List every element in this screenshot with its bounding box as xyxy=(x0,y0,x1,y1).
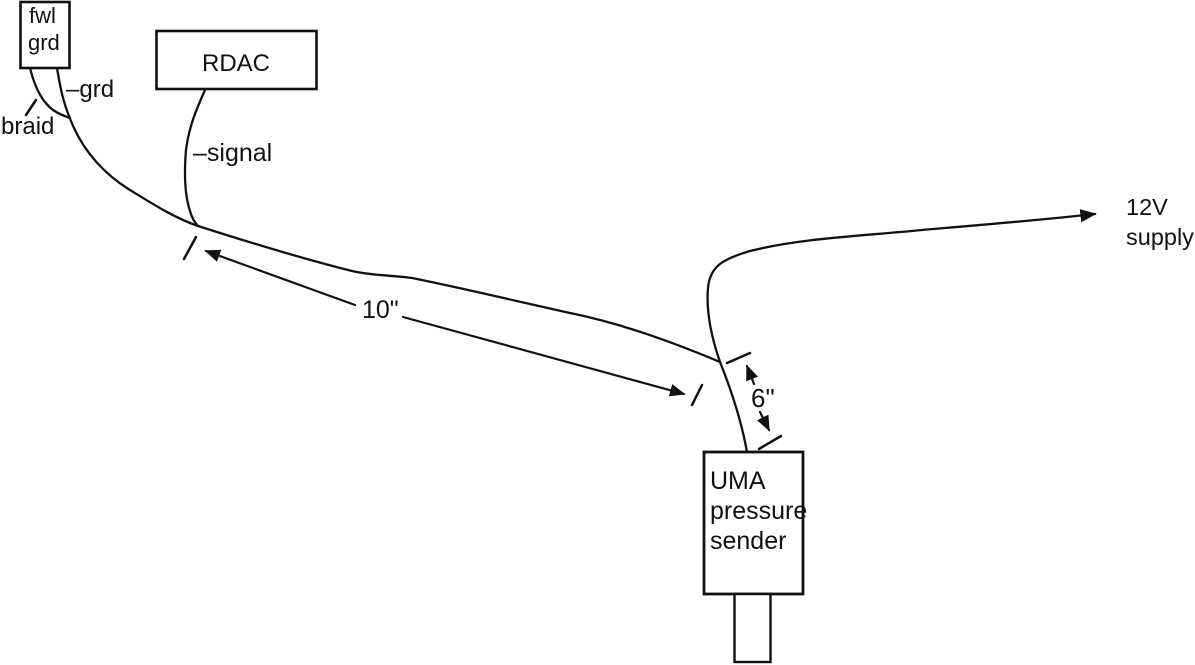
wires xyxy=(28,66,1097,454)
dim-10-arrow-left xyxy=(204,249,357,307)
dim-6-tick-top xyxy=(725,351,752,365)
rdac-box xyxy=(155,29,318,91)
braid-tick xyxy=(24,98,38,117)
grd-wire-label: –grd xyxy=(66,76,114,103)
uma-sender-box xyxy=(702,450,805,596)
dim-10-tick-left xyxy=(182,235,198,261)
dim-10-tick-right xyxy=(690,383,704,407)
ground-wire xyxy=(55,66,722,364)
dim-6-label: 6" xyxy=(751,383,775,413)
braid-wire xyxy=(28,66,72,120)
supply-label-line1: 12V xyxy=(1126,194,1168,220)
dim-6-arrow-up xyxy=(745,364,758,386)
signal-wire xyxy=(183,88,207,227)
fwl-grd-box-label-line1: fwl xyxy=(29,3,56,28)
dim-6-tick-bottom xyxy=(757,434,783,451)
fwl-grd-box-label-line2: grd xyxy=(28,30,60,55)
sender-lead-wire xyxy=(718,360,749,454)
dim-10-label: 10" xyxy=(362,296,399,324)
uma-sender-stem xyxy=(733,592,772,664)
fwl-grd-box xyxy=(19,0,71,70)
braid-label: braid xyxy=(1,113,54,140)
supply-wire xyxy=(706,209,1097,364)
signal-wire-label: –signal xyxy=(193,139,272,167)
uma-sender-label-line3: sender xyxy=(710,527,786,555)
uma-sender-label-line2: pressure xyxy=(710,497,807,525)
dim-6-arrow-down xyxy=(757,410,771,432)
rdac-box-label: RDAC xyxy=(202,50,270,77)
supply-label-line2: supply xyxy=(1126,224,1194,250)
uma-sender-label-line1: UMA xyxy=(710,467,766,495)
dim-10-arrow-right xyxy=(401,315,686,397)
dimension-marks xyxy=(24,98,783,451)
